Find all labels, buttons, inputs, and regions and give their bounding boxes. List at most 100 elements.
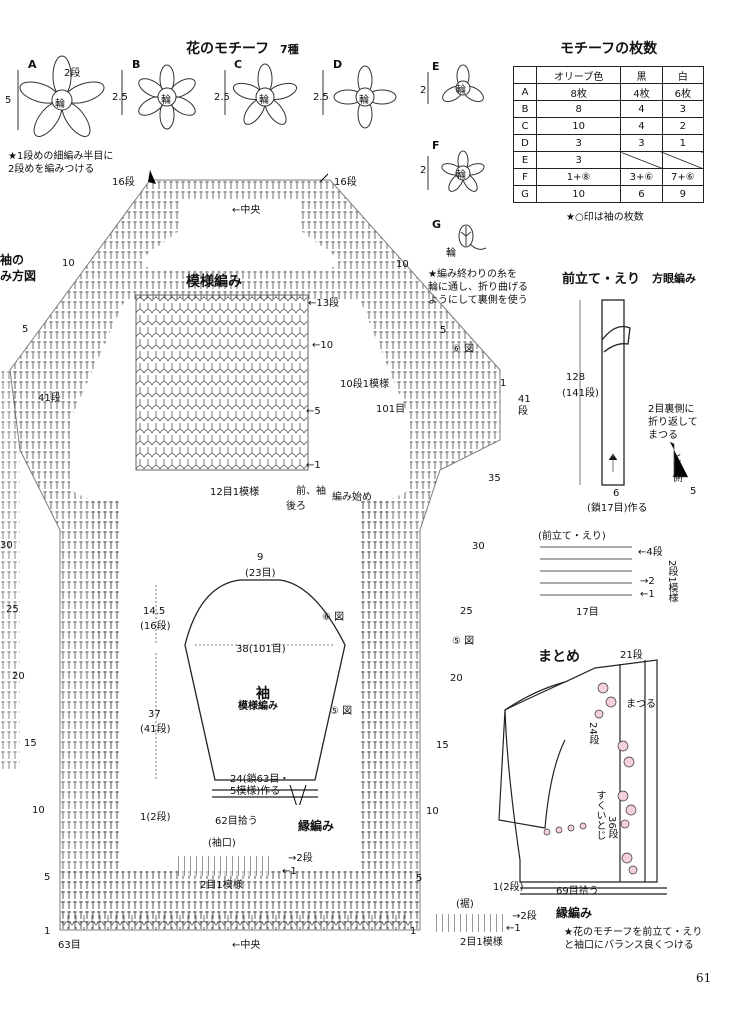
band-mini-2-label: 2 xyxy=(648,576,655,587)
body-row-5: ←5 xyxy=(306,406,321,417)
body-bottom-center-label: 中央 xyxy=(240,940,261,951)
sleeve-title: 袖 xyxy=(256,686,270,702)
right-label: 25 xyxy=(460,606,473,617)
body-row-1: ←1 xyxy=(306,460,321,471)
body-row-1-label: 1 xyxy=(314,460,321,471)
right-label: 30 xyxy=(472,541,485,552)
table-cell: 6 xyxy=(620,185,663,203)
band-mini-repeat: 2段1模様 xyxy=(666,560,677,603)
table-header-cell: 白 xyxy=(661,66,705,84)
table-cell: E xyxy=(513,151,537,169)
motif-d-flower xyxy=(333,65,397,129)
body-row-10: ←10 xyxy=(312,340,334,351)
motif-e-flower xyxy=(442,64,484,103)
table-cell: 4枚 xyxy=(620,83,663,101)
sleeve-cuff-chart xyxy=(178,856,270,876)
assembly-hem-r1-label: 1 xyxy=(514,923,521,934)
motif-b-letter: B xyxy=(132,58,141,71)
right-label: 15 xyxy=(436,740,449,751)
assembly-hem-r1: ←1 xyxy=(506,923,521,934)
table-cell: 3 xyxy=(535,151,622,169)
motif-d-center: 輪 xyxy=(359,95,369,106)
sleeve-edge-title: 縁編み xyxy=(298,819,335,833)
motif-e-center: 輪 xyxy=(456,85,466,96)
assembly-r24: 24段 xyxy=(587,722,598,745)
motif-g-note: ★編み終わりの糸を 輪に通し、折り曲げる ようにして裏側を使う xyxy=(428,269,528,306)
sleeve-cuff-repeat: 2目1模様 xyxy=(200,880,243,891)
sleeve-side-title: 袖の み方図 xyxy=(0,253,37,283)
band-subtitle: 方眼編み xyxy=(652,272,696,285)
body-chart-title: 模様編み xyxy=(186,274,242,290)
body-start-back: 後ろ xyxy=(286,501,306,512)
motif-f-flower xyxy=(441,150,485,192)
band-diagram xyxy=(579,299,688,486)
motif-a-rows: 2段 xyxy=(64,68,81,79)
band-mini-rows: ←4段 xyxy=(638,547,663,558)
band-mini-chart xyxy=(540,546,632,606)
right-label: 10 xyxy=(396,259,409,270)
sleeve-len-rows: (41段) xyxy=(140,724,171,735)
left-label: 1 xyxy=(44,926,51,937)
band-mini-1: ←1 xyxy=(640,589,655,600)
motif-title-text: 花のモチーフ xyxy=(186,41,270,57)
motif-d-letter: D xyxy=(333,58,343,71)
motif-e-size: 2 xyxy=(420,85,427,96)
left-label: 5 xyxy=(22,324,29,335)
right-label: 5 xyxy=(440,325,447,336)
assembly-note: ★花のモチーフを前立て・えり と袖口にバランス良くつける xyxy=(564,927,703,951)
table-header-row: オリーブ色 黒 白 xyxy=(513,66,705,84)
motif-c-letter: C xyxy=(234,58,243,71)
band-chain: (鎖17目)作る xyxy=(587,503,648,514)
body-chart-diagram xyxy=(0,170,501,931)
sleeve-cuff-label: (袖口) xyxy=(208,838,236,849)
right-label: 1 xyxy=(500,378,507,389)
sleeve-edge-rows: 1(2段) xyxy=(140,812,171,823)
table-cell: 3+⑥ xyxy=(620,168,663,186)
band-length-rows: (141段) xyxy=(562,388,599,399)
table-cell: 3 xyxy=(661,100,705,118)
sleeve-cuff-r1-label: 1 xyxy=(290,866,297,877)
left-label: 41段 xyxy=(38,393,61,404)
right-label: 35 xyxy=(488,473,501,484)
sleeve-cuff-r2-label: 2段 xyxy=(296,853,313,864)
motif-e-letter: E xyxy=(432,60,440,73)
motif-d-size: 2.5 xyxy=(313,92,329,103)
band-mini-label: (前立て・えり) xyxy=(538,531,606,542)
table-cell: 4 xyxy=(620,117,663,135)
table-header-cell xyxy=(513,66,537,84)
right-label: 20 xyxy=(450,673,463,684)
motif-kinds: 7種 xyxy=(280,43,299,56)
motif-b-center: 輪 xyxy=(161,95,171,106)
left-label: 20 xyxy=(12,671,25,682)
body-fig5: ⑤ 図 xyxy=(452,636,475,647)
motif-a-size: 5 xyxy=(5,95,12,106)
table-cell: 1 xyxy=(661,134,705,152)
body-row-5-label: 5 xyxy=(314,406,321,417)
page-number: 61 xyxy=(696,971,712,985)
motif-efg xyxy=(427,64,487,250)
left-label: 10 xyxy=(62,258,75,269)
motif-row xyxy=(17,55,397,137)
table-header-cell: 黒 xyxy=(620,66,663,84)
body-st-101: 101目 xyxy=(376,404,406,415)
count-note: ★○印は袖の枚数 xyxy=(566,212,644,223)
assembly-hem-r2: →2段 xyxy=(512,911,537,922)
right-label: 段 xyxy=(518,406,528,417)
motif-c-flower xyxy=(232,63,298,125)
band-side: とじ側 xyxy=(670,452,681,482)
body-top-right-rows: 16段 xyxy=(334,177,357,188)
motif-a-center: 輪 xyxy=(55,99,65,110)
motif-c-center: 輪 xyxy=(259,95,269,106)
assembly-diagram xyxy=(498,659,667,895)
assembly-join: すくいとじ xyxy=(594,790,605,840)
sleeve-pick: 62目拾う xyxy=(215,816,258,827)
sleeve-diagram xyxy=(155,579,346,805)
motif-g-leaf xyxy=(458,224,487,250)
table-cell: G xyxy=(513,185,537,203)
right-label: 10 xyxy=(426,806,439,817)
body-repeat-rows: 10段1模様 xyxy=(340,379,390,390)
band-mini-rows-label: 4段 xyxy=(646,547,663,558)
